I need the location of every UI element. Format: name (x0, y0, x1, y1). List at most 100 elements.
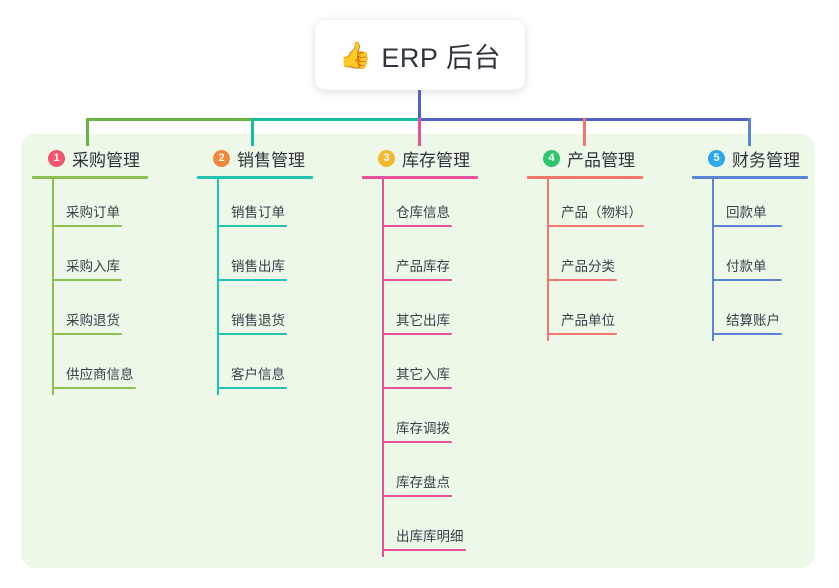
leaf-item[interactable]: 回款单 (692, 179, 808, 233)
column-spine (547, 179, 549, 341)
drop-stub-column-4 (583, 118, 586, 146)
leaf-item-label: 库存调拨 (396, 421, 450, 436)
drop-stub-column-5 (748, 118, 751, 146)
leaf-item-underline (712, 225, 782, 227)
leaf-item[interactable]: 付款单 (692, 233, 808, 287)
leaf-item-underline (217, 279, 287, 281)
leaf-item[interactable]: 结算账户 (692, 287, 808, 341)
leaf-item[interactable]: 供应商信息 (32, 341, 148, 395)
thumbs-up-icon: 👍 (339, 40, 372, 70)
column-underline (692, 176, 808, 179)
leaf-item-label: 库存盘点 (396, 475, 450, 490)
leaf-item[interactable]: 客户信息 (197, 341, 313, 395)
root-node-title: ERP 后台 (381, 42, 501, 73)
leaf-item-underline (382, 387, 452, 389)
column-header-3[interactable]: 3 库存管理 (362, 146, 478, 170)
column-underline (197, 176, 313, 179)
column-items: 采购订单采购入库采购退货供应商信息 (32, 179, 148, 395)
column-spine (712, 179, 714, 341)
leaf-item[interactable]: 出库库明细 (362, 503, 478, 557)
leaf-item[interactable]: 其它入库 (362, 341, 478, 395)
leaf-item-underline (712, 333, 782, 335)
leaf-item[interactable]: 产品单位 (527, 287, 643, 341)
leaf-item-label: 出库库明细 (396, 529, 464, 544)
root-stem-connector (418, 90, 421, 120)
leaf-item-label: 付款单 (726, 259, 767, 274)
leaf-item[interactable]: 产品（物料） (527, 179, 644, 233)
leaf-item-label: 销售出库 (231, 259, 285, 274)
leaf-item-label: 产品分类 (561, 259, 615, 274)
leaf-item-label: 产品库存 (396, 259, 450, 274)
leaf-item-label: 采购入库 (66, 259, 120, 274)
leaf-item-label: 仓库信息 (396, 205, 450, 220)
number-badge-icon: 2 (213, 149, 230, 167)
column-4: 4 产品管理产品（物料） 产品分类产品单位 (527, 146, 644, 341)
column-spine (52, 179, 54, 395)
leaf-item-underline (382, 225, 452, 227)
root-node[interactable]: 👍 ERP 后台 (315, 20, 525, 90)
leaf-item-underline (382, 279, 452, 281)
bus-bar-teal-segment (251, 118, 420, 121)
leaf-item-label: 产品（物料） (561, 205, 642, 220)
column-title: 产品管理 (567, 150, 635, 170)
drop-stub-column-2 (251, 118, 254, 146)
column-title: 库存管理 (402, 150, 470, 170)
leaf-item-underline (382, 495, 452, 497)
column-items: 回款单付款单结算账户 (692, 179, 808, 341)
column-title: 财务管理 (732, 150, 800, 170)
leaf-item[interactable]: 销售订单 (197, 179, 313, 233)
leaf-item-underline (547, 225, 644, 227)
leaf-item-underline (217, 225, 287, 227)
number-badge-icon: 1 (48, 149, 65, 167)
number-badge-icon: 4 (543, 149, 560, 167)
leaf-item[interactable]: 采购订单 (32, 179, 148, 233)
leaf-item-underline (52, 333, 122, 335)
leaf-item[interactable]: 库存盘点 (362, 449, 478, 503)
leaf-item-underline (52, 279, 122, 281)
leaf-item[interactable]: 产品库存 (362, 233, 478, 287)
leaf-item[interactable]: 仓库信息 (362, 179, 478, 233)
leaf-item-underline (217, 387, 287, 389)
column-underline (362, 176, 478, 179)
leaf-item-underline (547, 279, 617, 281)
leaf-item-label: 产品单位 (561, 313, 615, 328)
column-header-4[interactable]: 4 产品管理 (527, 146, 643, 170)
column-items: 销售订单销售出库销售退货客户信息 (197, 179, 313, 395)
leaf-item-label: 回款单 (726, 205, 767, 220)
drop-stub-column-1 (86, 118, 89, 146)
root-node-content: 👍 ERP 后台 (339, 36, 501, 75)
leaf-item-underline (382, 333, 452, 335)
leaf-item-label: 结算账户 (726, 313, 780, 328)
column-3: 3 库存管理仓库信息产品库存其它出库其它入库库存调拨库存盘点出库库明细 (362, 146, 478, 557)
leaf-item-label: 采购退货 (66, 313, 120, 328)
leaf-item-label: 销售订单 (231, 205, 285, 220)
leaf-item-label: 其它出库 (396, 313, 450, 328)
column-items: 产品（物料） 产品分类产品单位 (527, 179, 644, 341)
column-underline (527, 176, 643, 179)
leaf-item[interactable]: 库存调拨 (362, 395, 478, 449)
column-underline (32, 176, 148, 179)
leaf-item-label: 其它入库 (396, 367, 450, 382)
leaf-item-underline (52, 387, 136, 389)
leaf-item-label: 采购订单 (66, 205, 120, 220)
leaf-item[interactable]: 产品分类 (527, 233, 643, 287)
leaf-item[interactable]: 销售出库 (197, 233, 313, 287)
column-spine (382, 179, 384, 557)
leaf-item-underline (52, 225, 122, 227)
leaf-item[interactable]: 其它出库 (362, 287, 478, 341)
leaf-item[interactable]: 采购退货 (32, 287, 148, 341)
leaf-item-underline (382, 549, 466, 551)
column-spine (217, 179, 219, 395)
leaf-item[interactable]: 销售退货 (197, 287, 313, 341)
leaf-item-underline (547, 333, 617, 335)
leaf-item[interactable]: 采购入库 (32, 233, 148, 287)
bus-bar-green-segment (86, 118, 253, 121)
number-badge-icon: 3 (378, 149, 395, 167)
